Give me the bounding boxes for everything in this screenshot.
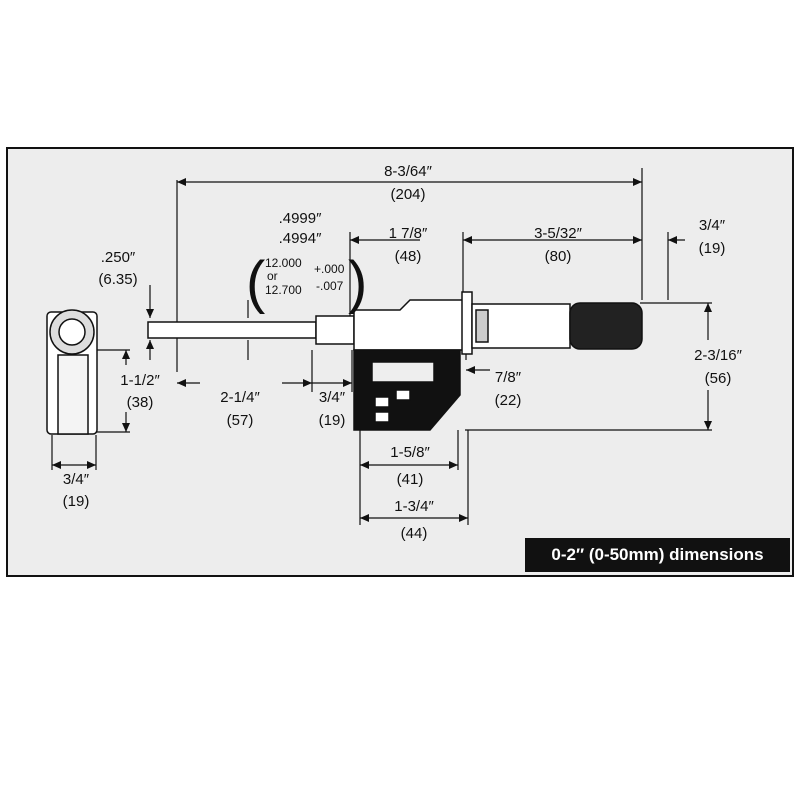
lcd-display — [371, 361, 435, 383]
frame-width-in: 3/4″ — [63, 471, 90, 488]
micrometer-head — [147, 291, 643, 431]
dim-3-5-32-in: 3-5/32″ — [534, 225, 583, 242]
overall-length-in: 8-3/64″ — [384, 163, 433, 180]
dim-1-3-4-in: 1-3/4″ — [394, 498, 434, 515]
thimble-dia-mm: (19) — [699, 240, 726, 257]
dim-3-5-32-mm: (80) — [545, 248, 572, 265]
spindle-tol-bottom: .4994″ — [279, 230, 323, 247]
height-mm: (56) — [705, 370, 732, 387]
dim-7-8-in: 7/8″ — [495, 369, 522, 386]
metric-a: 12.000 — [265, 256, 302, 270]
dim-2-1-4-in: 2-1/4″ — [220, 389, 260, 406]
frame-width-mm: (19) — [63, 493, 90, 510]
metric-b: 12.700 — [265, 283, 302, 297]
overall-length-mm: (204) — [390, 186, 425, 203]
spindle-tol-top: .4999″ — [279, 210, 323, 227]
dim-1-3-4-mm: (44) — [401, 525, 428, 542]
frame-height-mm: (38) — [127, 394, 154, 411]
metric-or: or — [267, 269, 278, 283]
dim-1-7-8-mm: (48) — [395, 248, 422, 265]
right-parenthesis: ) — [348, 250, 367, 315]
frame-height-in: 1-1/2″ — [120, 372, 160, 389]
dim-1-7-8-in: 1 7/8″ — [389, 225, 428, 242]
thimble-knurl — [569, 302, 643, 350]
anvil-diameter-in: .250″ — [101, 249, 136, 266]
height-in: 2-3/16″ — [694, 347, 743, 364]
dim-1-5-8-mm: (41) — [397, 471, 424, 488]
dim-3-4-lower-mm: (19) — [319, 412, 346, 429]
left-parenthesis: ( — [246, 250, 265, 315]
diagram-caption: 0-2″ (0-50mm) dimensions — [525, 538, 790, 572]
metric-plus: +.000 — [314, 262, 345, 276]
caption-text: 0-2″ (0-50mm) dimensions — [551, 545, 764, 564]
dim-3-4-lower-in: 3/4″ — [319, 389, 346, 406]
anvil-diameter-mm: (6.35) — [98, 271, 137, 288]
thimble-dia-in: 3/4″ — [699, 217, 726, 234]
frame-side-view — [46, 309, 98, 435]
metric-minus: -.007 — [316, 279, 344, 293]
dim-7-8-mm: (22) — [495, 392, 522, 409]
dim-2-1-4-mm: (57) — [227, 412, 254, 429]
arrowheads — [52, 178, 712, 522]
dim-1-5-8-in: 1-5/8″ — [390, 444, 430, 461]
